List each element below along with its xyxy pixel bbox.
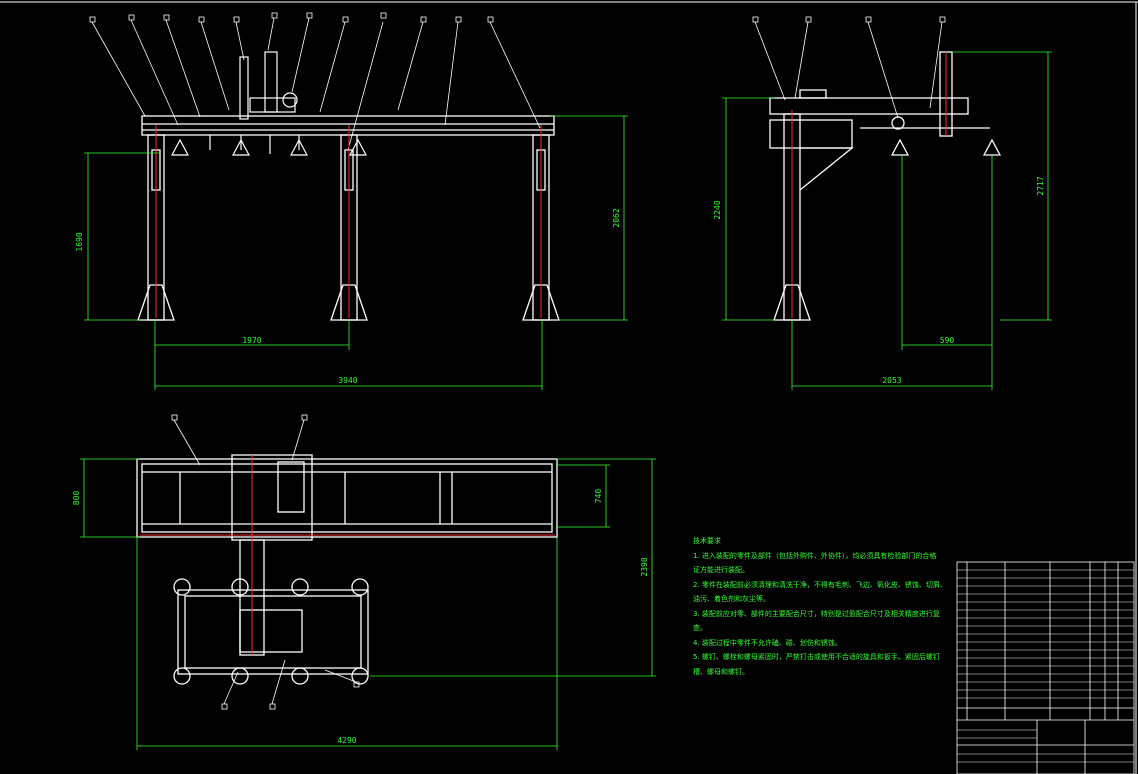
technical-note-line: 3. 装配前应对零、部件的主要配合尺寸，特别是过盈配合尺寸及相关精度进行复: [693, 609, 940, 618]
bom-rows: [957, 569, 1134, 763]
dim-inner-depth: 740: [594, 489, 603, 504]
part-leaders-side: [752, 16, 946, 119]
part-leaders-front: [89, 12, 541, 151]
dim-vertical: 2398: [640, 557, 649, 576]
gripper-assembly: [171, 51, 367, 156]
dim-total-height: 2062: [612, 208, 621, 227]
technical-note-line: 4. 装配过程中零件不允许磕、碰、划伤和锈蚀。: [693, 638, 842, 647]
technical-note-line: 查。: [693, 624, 707, 632]
side-view: 2240 2717 590 2053: [713, 16, 1052, 390]
top-view: 800 740 2398 4290: [72, 414, 656, 750]
technical-note-line: 油污、着色剂和灰尘等。: [693, 595, 770, 603]
dim-offset: 590: [940, 336, 955, 345]
technical-note-line: 2. 零件在装配前必须清理和清洗干净，不得有毛刺、飞边、氧化皮、锈蚀、切屑、: [693, 580, 943, 589]
title-block: [956, 561, 1135, 774]
dim-depth: 800: [72, 491, 81, 506]
dim-column-height: 2240: [713, 200, 722, 219]
top-frame: [136, 454, 558, 685]
dim-half-span: 1970: [242, 336, 261, 345]
top-dimensions: [80, 458, 656, 750]
front-view: 1690 2062 1970 3940: [75, 12, 628, 390]
technical-notes: 技术要求 1. 进入装配的零件及部件（包括外购件、外协件），均必须具有检验部门的…: [693, 534, 943, 679]
dim-top-height: 2717: [1036, 176, 1045, 195]
gantry-beam: [141, 115, 555, 136]
front-dimensions: [84, 115, 628, 390]
technical-notes-title: 技术要求: [693, 537, 721, 545]
dim-total-width: 2053: [882, 376, 901, 385]
centerlines-top: [140, 455, 555, 655]
dim-total-length: 4290: [337, 736, 356, 745]
technical-note-line: 槽、螺母和螺钉。: [693, 667, 749, 676]
centerlines-front: [155, 125, 542, 318]
technical-note-line: 5. 螺钉、螺栓和螺母紧固时，严禁打击或使用不合适的旋具和扳手。紧固后螺钉: [693, 653, 940, 661]
side-dimensions: [722, 51, 1052, 390]
technical-note-line: 证方能进行装配。: [693, 566, 749, 574]
dim-leg-height: 1690: [75, 232, 84, 251]
dim-total-span: 3940: [338, 376, 357, 385]
technical-note-line: 1. 进入装配的零件及部件（包括外购件、外协件），均必须具有检验部门的合格: [693, 551, 937, 560]
centerlines-side: [791, 52, 947, 318]
